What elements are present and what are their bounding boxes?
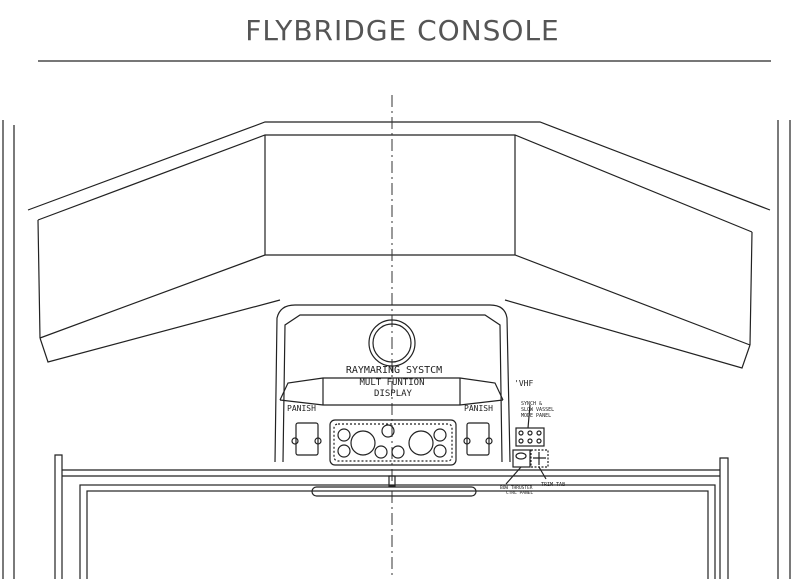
side-rails	[2, 120, 791, 579]
mfd-label-line1: RAYMARING SYSTCM	[346, 365, 442, 376]
bow-thruster-label-line2: CTRL PANEL	[506, 490, 533, 496]
right-switch-box	[463, 422, 493, 456]
vhf-label: 'VHF	[514, 379, 533, 388]
console-body	[274, 304, 511, 463]
synch-label-line1: SYNCH &	[521, 401, 542, 407]
panish-left-label: PANISH	[287, 404, 316, 413]
helm-instrument-panel	[329, 419, 457, 466]
trim-tab-label: TRIM TAB	[541, 482, 565, 488]
mfd-label-line3: DISPLAY	[374, 389, 413, 399]
trim-tab-panel	[530, 449, 549, 468]
synch-label-line3: MODE PANEL	[521, 413, 551, 419]
synch-mode-panel	[515, 427, 545, 447]
panish-right-label: PANISH	[464, 404, 493, 413]
windscreen	[27, 121, 771, 369]
lower-frame	[54, 454, 729, 579]
left-switch-box	[291, 422, 322, 456]
mfd-label-line2: MULT FUNTION	[359, 378, 424, 388]
drawing-title: FLYBRIDGE CONSOLE	[245, 14, 560, 47]
synch-label-line2: SLOW VASSEL	[521, 407, 554, 413]
bow-thruster-label-line1: BOW THRUSTER	[500, 485, 533, 491]
title-underline	[38, 60, 771, 62]
bow-thruster-panel	[512, 449, 531, 468]
